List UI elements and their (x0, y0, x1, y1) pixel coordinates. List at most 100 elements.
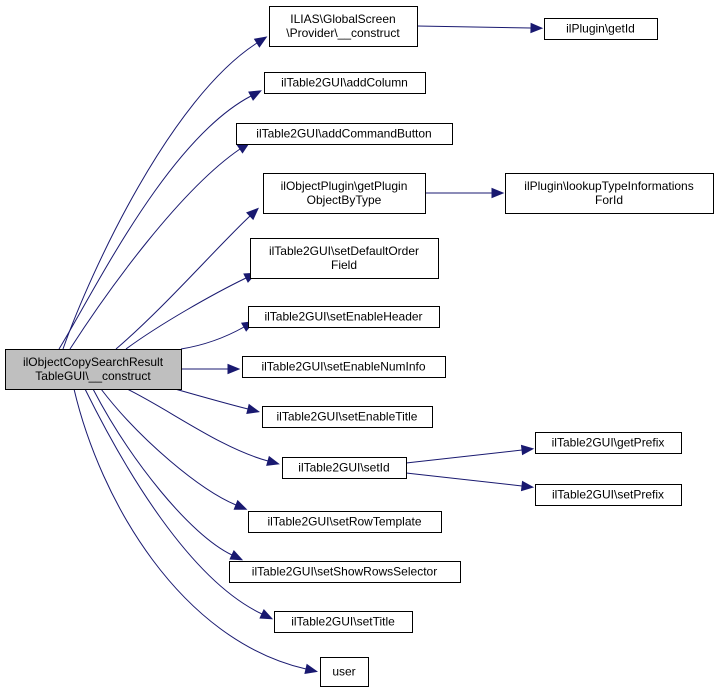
node-n8[interactable]: ilTable2GUI\setEnableHeader (248, 306, 440, 328)
edge-line (100, 388, 237, 506)
edge-n1-n2 (416, 22, 544, 34)
edge-root-n8 (180, 320, 255, 350)
nodes-layer: ilObjectCopySearchResultTableGUI\__const… (5, 6, 714, 687)
edge-line (84, 388, 263, 615)
edge-root-n1 (62, 36, 268, 350)
node-label-line: TableGUI\__construct (35, 369, 151, 383)
edge-n5-n6 (425, 187, 505, 199)
node-label-line: ForId (595, 193, 623, 207)
node-box (535, 432, 682, 454)
node-label-line: ilObjectPlugin\getPlugin (281, 179, 408, 193)
edge-root-n3 (58, 90, 262, 350)
edge-root-n4 (69, 142, 251, 350)
node-box (544, 18, 658, 40)
arrowhead (246, 207, 259, 221)
arrowhead (227, 363, 241, 375)
arrowhead (520, 480, 535, 492)
edge-line (180, 326, 245, 350)
arrowhead (233, 499, 248, 510)
node-n4[interactable]: ilTable2GUI\addCommandButton (236, 123, 453, 145)
arrowhead (259, 609, 274, 620)
node-label-line: ilTable2GUI\setId (298, 461, 389, 475)
node-box (250, 238, 439, 279)
node-box (535, 484, 682, 506)
node-label-line: ilTable2GUI\setTitle (291, 615, 395, 629)
node-n2[interactable]: ilPlugin\getId (544, 18, 658, 40)
node-label-line: ilTable2GUI\addCommandButton (256, 127, 431, 141)
node-label-line: ilTable2GUI\setEnableTitle (277, 410, 418, 424)
node-n1[interactable]: ILIAS\GlobalScreen\Provider\__construct (269, 6, 418, 47)
node-n11[interactable]: ilTable2GUI\setId (282, 457, 407, 479)
edge-root-n16 (84, 388, 274, 620)
edge-root-n17 (73, 388, 318, 675)
node-label-line: ilTable2GUI\setEnableNumInfo (261, 360, 425, 374)
node-box (229, 561, 461, 583)
node-n15[interactable]: ilTable2GUI\setShowRowsSelector (229, 561, 461, 583)
node-label-line: ilPlugin\lookupTypeInformations (524, 179, 693, 193)
node-label-line: ObjectByType (307, 193, 382, 207)
arrowhead (246, 403, 260, 415)
node-box (236, 123, 453, 145)
node-box (242, 356, 446, 378)
arrowhead (304, 663, 318, 675)
node-box (274, 611, 413, 633)
arrowhead (520, 444, 535, 456)
node-box (5, 349, 182, 390)
arrowhead (248, 90, 262, 101)
node-n12[interactable]: ilTable2GUI\getPrefix (535, 432, 682, 454)
node-n17[interactable]: user (320, 657, 369, 687)
edge-line (174, 388, 249, 410)
node-label-line: ilObjectCopySearchResult (23, 355, 164, 369)
edge-n11-n12 (405, 444, 535, 464)
node-box (248, 511, 442, 533)
node-label-line: ilPlugin\getId (566, 22, 635, 36)
arrowhead (229, 550, 244, 561)
node-label-line: Field (331, 258, 357, 272)
edge-line (115, 215, 251, 350)
node-label-line: ilTable2GUI\setDefaultOrder (269, 244, 419, 258)
edge-n11-n13 (405, 472, 535, 492)
node-label-line: ilTable2GUI\setEnableHeader (264, 310, 422, 324)
edge-line (62, 42, 258, 350)
edge-root-n10 (174, 388, 260, 415)
node-box (264, 72, 426, 94)
node-box (263, 173, 426, 214)
node-box (248, 306, 440, 328)
node-n10[interactable]: ilTable2GUI\setEnableTitle (262, 406, 433, 428)
edge-line (73, 388, 307, 670)
node-label-line: user (332, 665, 355, 679)
edge-line (69, 148, 241, 350)
arrowhead (530, 22, 544, 34)
edge-root-n15 (92, 388, 244, 561)
edge-line (92, 388, 233, 556)
arrowhead (491, 187, 505, 199)
edge-line (58, 95, 252, 350)
node-box (282, 457, 407, 479)
arrowhead (253, 36, 268, 48)
node-n9[interactable]: ilTable2GUI\setEnableNumInfo (242, 356, 446, 378)
node-box (269, 6, 418, 47)
node-root[interactable]: ilObjectCopySearchResultTableGUI\__const… (5, 349, 182, 390)
node-label-line: ilTable2GUI\addColumn (281, 76, 408, 90)
node-n13[interactable]: ilTable2GUI\setPrefix (535, 484, 682, 506)
arrowhead (266, 455, 280, 466)
node-box (262, 406, 433, 428)
node-n14[interactable]: ilTable2GUI\setRowTemplate (248, 511, 442, 533)
node-box (505, 173, 714, 214)
node-label-line: ilTable2GUI\setPrefix (552, 488, 664, 502)
edge-line (405, 449, 523, 464)
node-label-line: ilTable2GUI\setRowTemplate (267, 515, 421, 529)
node-box (320, 657, 369, 687)
edge-line (405, 472, 523, 487)
node-label-line: ilTable2GUI\getPrefix (552, 436, 665, 450)
edge-root-n7 (125, 272, 258, 350)
node-label-line: ILIAS\GlobalScreen (290, 12, 395, 26)
node-n3[interactable]: ilTable2GUI\addColumn (264, 72, 426, 94)
node-n16[interactable]: ilTable2GUI\setTitle (274, 611, 413, 633)
edge-root-n9 (181, 363, 241, 375)
edge-root-n11 (126, 388, 280, 466)
